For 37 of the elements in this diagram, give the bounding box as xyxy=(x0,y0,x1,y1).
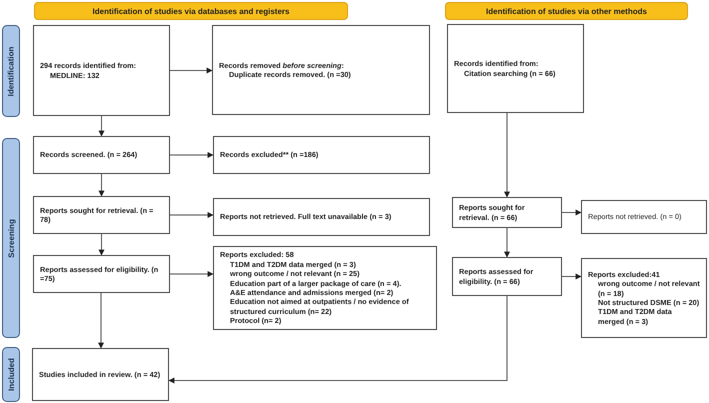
process-box xyxy=(33,255,170,293)
box-text: Identification of studies via databases and registers xyxy=(92,6,290,16)
phase-label: Included xyxy=(6,358,16,391)
arrow xyxy=(562,274,582,280)
process-box xyxy=(33,196,170,234)
box-text: Identification of studies via other methods xyxy=(486,6,647,16)
process-box xyxy=(212,25,430,115)
process-box xyxy=(581,200,707,234)
arrow xyxy=(98,174,104,197)
process-box xyxy=(452,257,562,296)
process-box xyxy=(33,136,170,174)
process-box xyxy=(32,348,169,401)
process-box xyxy=(213,136,430,174)
arrow xyxy=(98,292,104,349)
arrow xyxy=(170,212,214,218)
process-box xyxy=(213,246,437,330)
arrow xyxy=(98,116,104,137)
section-header xyxy=(34,2,348,20)
process-box xyxy=(581,258,707,338)
phase-band xyxy=(2,25,20,117)
arrow xyxy=(170,68,213,74)
arrow xyxy=(504,228,510,258)
arrow xyxy=(170,152,214,158)
process-box xyxy=(447,24,584,113)
process-box xyxy=(213,198,430,236)
section-header xyxy=(445,2,688,20)
arrow xyxy=(168,296,508,384)
phase-label: Identification xyxy=(6,46,16,96)
arrow xyxy=(170,271,214,277)
process-box xyxy=(33,25,170,116)
arrow xyxy=(504,112,510,198)
process-box xyxy=(452,197,562,228)
phase-band xyxy=(2,347,20,402)
phase-band xyxy=(2,138,20,338)
phase-label: Screening xyxy=(6,218,16,258)
arrow xyxy=(562,210,582,216)
arrow xyxy=(98,234,104,256)
